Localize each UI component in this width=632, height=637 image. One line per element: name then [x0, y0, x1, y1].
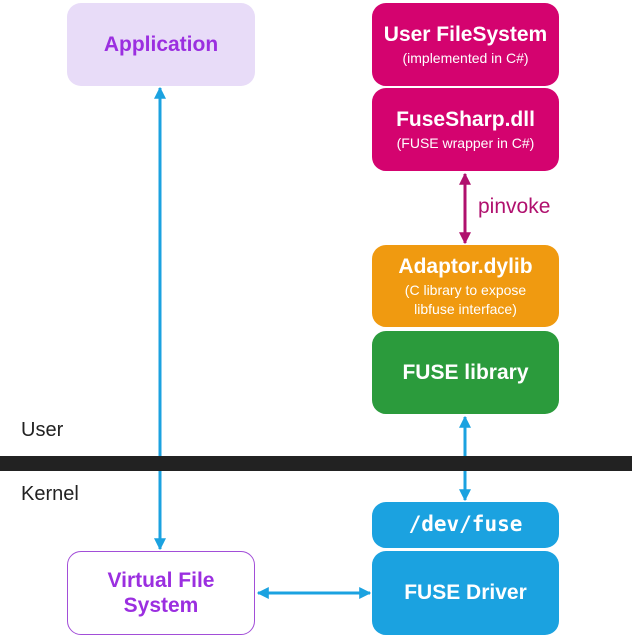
virtual-file-system-box: Virtual File System	[67, 551, 255, 635]
adaptor-title: Adaptor.dylib	[398, 255, 533, 279]
virtual-fs-title-line1: Virtual File	[107, 568, 215, 592]
application-box: Application	[67, 3, 255, 86]
dev-fuse-box: /dev/fuse	[372, 502, 559, 548]
user-filesystem-box: User FileSystem (implemented in C#)	[372, 3, 559, 86]
user-filesystem-title: User FileSystem	[383, 22, 548, 46]
adaptor-subtitle-line1: (C library to expose	[404, 282, 527, 299]
adaptor-box: Adaptor.dylib (C library to expose libfu…	[372, 245, 559, 327]
fusesharp-box: FuseSharp.dll (FUSE wrapper in C#)	[372, 88, 559, 171]
fuse-driver-box: FUSE Driver	[372, 551, 559, 635]
dev-fuse-title: /dev/fuse	[408, 512, 523, 537]
application-title: Application	[103, 32, 219, 56]
kernel-space-label: Kernel	[21, 483, 79, 505]
fuse-library-title: FUSE library	[402, 360, 529, 384]
fusesharp-subtitle: (FUSE wrapper in C#)	[396, 135, 535, 151]
user-filesystem-subtitle: (implemented in C#)	[402, 50, 529, 66]
adaptor-subtitle-line2: libfuse interface)	[414, 300, 517, 317]
fuse-library-box: FUSE library	[372, 331, 559, 414]
pinvoke-label: pinvoke	[478, 195, 551, 218]
fusesharp-title: FuseSharp.dll	[396, 107, 535, 131]
user-space-label: User	[21, 419, 64, 441]
user-kernel-divider	[0, 456, 632, 471]
fuse-driver-title: FUSE Driver	[404, 581, 527, 605]
virtual-fs-title-line2: System	[123, 594, 199, 617]
